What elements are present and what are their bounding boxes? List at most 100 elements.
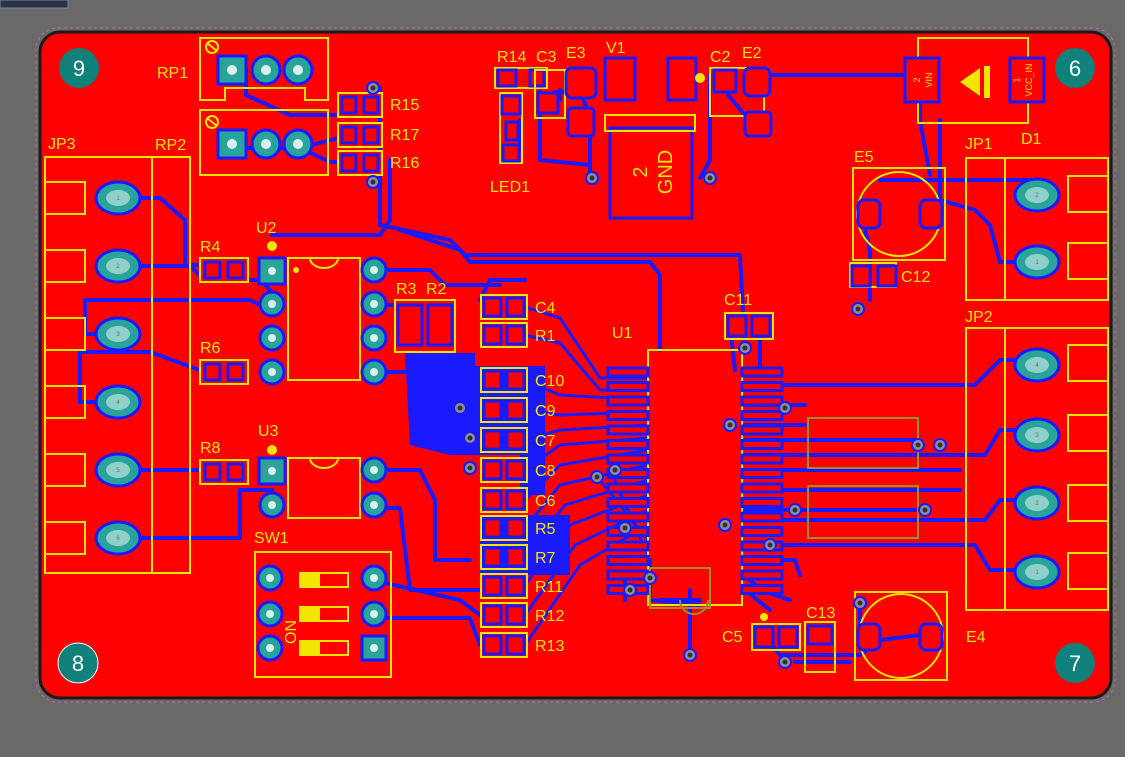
passive-c10[interactable] bbox=[480, 367, 528, 393]
passive-r11[interactable] bbox=[480, 573, 528, 599]
capacitor-c11[interactable] bbox=[724, 312, 774, 340]
u1-pin bbox=[740, 395, 784, 407]
board-outline bbox=[38, 30, 1113, 700]
passive-r1[interactable] bbox=[480, 322, 528, 348]
potentiometer-rp1[interactable] bbox=[199, 37, 329, 101]
label-r3: R3 bbox=[396, 281, 417, 298]
label-gnd: GND bbox=[655, 150, 677, 194]
jp2-pin-label: 4 bbox=[1035, 363, 1039, 369]
jp2-pin-label: 1 bbox=[1035, 570, 1039, 576]
silkscreen-labels: RP1 RP2 JP3 R15 R17 R16 R14 C3 E3 V1 C2 … bbox=[48, 40, 1042, 646]
diode-d1[interactable]: 2 VIN 1 VCC_IN bbox=[903, 37, 1046, 124]
mounting-hole-8[interactable]: 8 bbox=[57, 642, 99, 684]
power-input-components[interactable] bbox=[494, 56, 696, 220]
passive-c6[interactable] bbox=[480, 487, 528, 513]
u1-pin bbox=[740, 468, 784, 479]
jp3-pin-label: 5 bbox=[116, 468, 120, 474]
label-e4: E4 bbox=[966, 629, 986, 646]
label-jp1: JP1 bbox=[965, 136, 993, 153]
label-r5: R5 bbox=[535, 521, 556, 538]
mounting-hole-6[interactable]: 6 bbox=[1055, 48, 1095, 88]
jp3-pin-label: 4 bbox=[116, 400, 120, 406]
passive-c8[interactable] bbox=[480, 457, 528, 483]
label-r1: R1 bbox=[535, 328, 556, 345]
u1-pin bbox=[606, 395, 650, 407]
connector-jp1[interactable]: 2 1 bbox=[965, 157, 1109, 301]
capacitor-c12[interactable] bbox=[849, 262, 898, 288]
label-c6: C6 bbox=[535, 493, 556, 510]
passive-r7[interactable] bbox=[480, 544, 528, 570]
mounting-hole-9-label: 9 bbox=[73, 56, 85, 81]
capacitor-c2-e2[interactable] bbox=[666, 56, 773, 138]
u1-pin bbox=[740, 555, 784, 566]
label-d1: D1 bbox=[1021, 131, 1042, 148]
u1-pin bbox=[606, 453, 650, 465]
connector-jp3[interactable]: 1 2 3 4 5 6 bbox=[44, 156, 191, 574]
u1-pin bbox=[740, 540, 784, 552]
jp1-pin-label: 1 bbox=[1035, 260, 1039, 266]
passive-c4[interactable] bbox=[480, 294, 528, 320]
passive-c7[interactable] bbox=[480, 427, 528, 453]
label-c4: C4 bbox=[535, 300, 556, 317]
mounting-hole-8-label: 8 bbox=[72, 651, 84, 676]
passive-r5[interactable] bbox=[480, 515, 528, 541]
label-c13: C13 bbox=[806, 605, 835, 622]
u1-pin bbox=[740, 497, 784, 508]
label-jp2: JP2 bbox=[965, 309, 993, 326]
u1-pin bbox=[740, 410, 784, 421]
label-c12: C12 bbox=[901, 269, 930, 286]
passive-c9[interactable] bbox=[480, 397, 528, 423]
u1-pin bbox=[606, 439, 650, 450]
label-c11: C11 bbox=[724, 292, 752, 309]
label-r14: R14 bbox=[497, 49, 526, 66]
passive-r12[interactable] bbox=[480, 602, 528, 628]
label-r6: R6 bbox=[200, 340, 221, 357]
potentiometer-rp2[interactable] bbox=[199, 109, 329, 176]
jp2-pin-label: 2 bbox=[1035, 501, 1039, 507]
label-r12: R12 bbox=[535, 608, 564, 625]
d1-vin-label: VIN bbox=[924, 72, 934, 87]
mounting-hole-9[interactable]: 9 bbox=[59, 48, 99, 88]
resistor-r15-r17-r16[interactable] bbox=[337, 92, 383, 176]
mounting-hole-7[interactable]: 7 bbox=[1055, 643, 1095, 683]
label-gnd-number: 2 bbox=[630, 166, 652, 177]
u1-pin bbox=[740, 424, 784, 436]
u1-pin bbox=[606, 540, 650, 552]
electrolytic-capacitor-e5[interactable] bbox=[852, 167, 946, 261]
jp3-pin-label: 6 bbox=[116, 536, 120, 542]
u1-pin bbox=[606, 424, 650, 436]
label-c5: C5 bbox=[722, 629, 743, 646]
vias bbox=[366, 81, 947, 669]
dip-switch-sw1[interactable] bbox=[254, 551, 392, 678]
label-c9: C9 bbox=[535, 403, 556, 420]
u1-pin bbox=[740, 584, 784, 595]
u1-pin bbox=[606, 410, 650, 421]
resistor-r4-r6-r8[interactable] bbox=[199, 257, 249, 485]
ic-u2[interactable] bbox=[257, 241, 388, 386]
label-r4: R4 bbox=[200, 239, 221, 256]
resistor-r3-r2[interactable] bbox=[394, 299, 456, 353]
u1-pin bbox=[606, 569, 650, 581]
capacitor-c5[interactable] bbox=[751, 613, 801, 651]
jp3-pin-label: 3 bbox=[116, 332, 120, 338]
u1-pin bbox=[740, 569, 784, 581]
label-r13: R13 bbox=[535, 638, 564, 655]
passive-r13[interactable] bbox=[480, 632, 528, 658]
label-r8: R8 bbox=[200, 440, 221, 457]
u1-pin bbox=[606, 482, 650, 494]
bottom-component-outline bbox=[649, 567, 711, 615]
ic-u3[interactable] bbox=[257, 445, 388, 519]
capacitor-c13[interactable] bbox=[804, 621, 836, 673]
electrolytic-capacitor-e4[interactable] bbox=[854, 591, 948, 681]
u1-pin bbox=[606, 511, 650, 523]
u1-pin bbox=[740, 453, 784, 465]
jp2-pin-label: 3 bbox=[1035, 433, 1039, 439]
label-led1: LED1 bbox=[490, 179, 530, 196]
label-c3: C3 bbox=[536, 49, 557, 66]
connector-jp2[interactable]: 4 3 2 1 bbox=[965, 327, 1109, 611]
window-corner-fragment bbox=[0, 0, 69, 9]
passive-column[interactable] bbox=[480, 294, 528, 658]
